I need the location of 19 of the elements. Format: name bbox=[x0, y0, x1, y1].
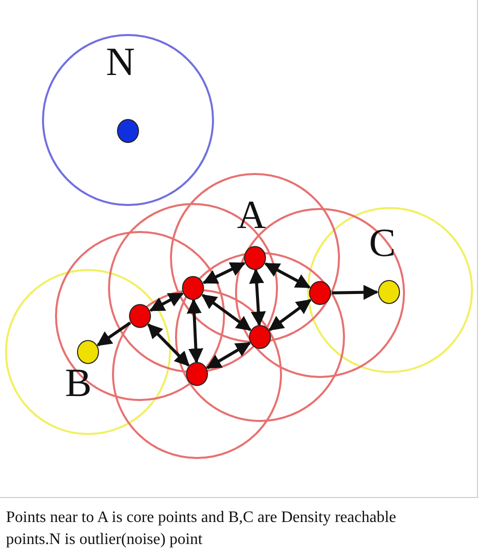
arrow bbox=[202, 262, 246, 284]
point-label: N bbox=[106, 42, 135, 82]
arrow bbox=[201, 294, 252, 332]
arrow bbox=[149, 292, 184, 312]
arrow bbox=[249, 268, 266, 327]
core-point bbox=[182, 276, 204, 300]
point-label: B bbox=[65, 363, 92, 403]
core-point bbox=[249, 325, 271, 349]
core-point bbox=[129, 304, 151, 328]
arrow bbox=[206, 342, 251, 370]
core-point bbox=[186, 362, 208, 386]
arrow bbox=[268, 298, 312, 332]
arrow bbox=[147, 324, 190, 366]
core-point bbox=[309, 281, 331, 305]
caption: Points near to A is core points and B,C are Density reachable points.N is outlier(noise) point bbox=[6, 508, 398, 550]
arrow bbox=[264, 262, 311, 289]
point-label: A bbox=[237, 195, 266, 235]
arrow bbox=[186, 298, 204, 364]
arrow bbox=[96, 322, 131, 346]
